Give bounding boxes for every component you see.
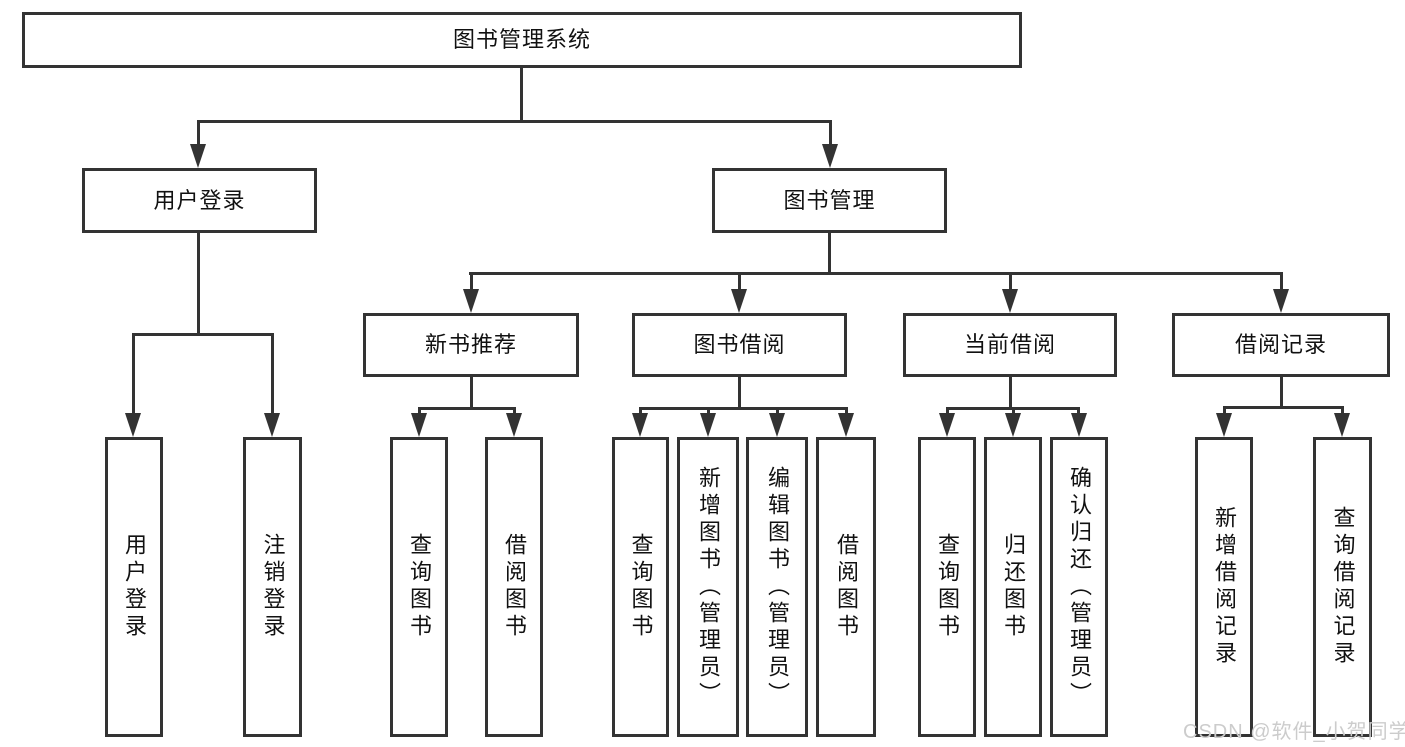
node-book-borrow: 图书借阅 — [632, 313, 847, 377]
connector-drop-cb-confirm — [1077, 407, 1080, 415]
connector-book-borrow-split — [639, 407, 848, 410]
arrow-to-borrow-records — [1273, 289, 1289, 313]
connector-root-split — [197, 120, 832, 123]
connector-drop-book-management — [829, 120, 832, 146]
connector-drop-leaf-logout — [271, 333, 274, 415]
connector-book-management-stem — [828, 233, 831, 272]
arrow-to-nb-query — [411, 413, 427, 437]
csdn-watermark: CSDN @软件_小贺同学 — [1183, 721, 1405, 743]
node-current-borrow: 当前借阅 — [903, 313, 1117, 377]
leaf-cb-query-books: 查询图书 — [918, 437, 976, 737]
connector-borrow-records-stem — [1280, 377, 1283, 406]
leaf-logout: 注销登录 — [243, 437, 302, 737]
leaf-bb-add-books-admin: 新增图书（管理员） — [677, 437, 739, 737]
leaf-br-query-record: 查询借阅记录 — [1313, 437, 1372, 737]
connector-user-login-split — [132, 333, 274, 336]
connector-new-book-stem — [470, 377, 473, 407]
arrow-to-leaf-logout — [264, 413, 280, 437]
arrow-to-br-add — [1216, 413, 1232, 437]
connector-current-borrow-stem — [1009, 377, 1012, 407]
connector-drop-current-borrow — [1009, 272, 1012, 291]
connector-root-stem — [520, 68, 523, 120]
connector-modules-split — [469, 272, 1282, 275]
node-new-book-recommend: 新书推荐 — [363, 313, 579, 377]
node-book-management: 图书管理 — [712, 168, 947, 233]
arrow-to-bb-query — [632, 413, 648, 437]
node-library-management-system: 图书管理系统 — [22, 12, 1022, 68]
connector-drop-leaf-login — [132, 333, 135, 415]
connector-drop-book-borrow — [738, 272, 741, 291]
arrow-to-bb-borrow — [838, 413, 854, 437]
arrow-to-bb-edit — [769, 413, 785, 437]
leaf-nb-query-books: 查询图书 — [390, 437, 448, 737]
connector-drop-new-book — [470, 272, 473, 291]
node-user-login: 用户登录 — [82, 168, 317, 233]
connector-drop-user-login — [197, 120, 200, 146]
connector-drop-nb-borrow — [513, 407, 516, 415]
connector-drop-br-query — [1341, 406, 1344, 415]
connector-drop-bb-borrow — [845, 407, 848, 415]
connector-drop-cb-query — [946, 407, 949, 415]
connector-drop-br-add — [1223, 406, 1226, 415]
connector-new-book-split — [418, 407, 516, 410]
leaf-bb-query-books: 查询图书 — [612, 437, 669, 737]
arrow-to-bb-add — [700, 413, 716, 437]
connector-drop-cb-return — [1012, 407, 1015, 415]
arrow-to-leaf-login — [125, 413, 141, 437]
node-borrow-records: 借阅记录 — [1172, 313, 1390, 377]
leaf-user-login: 用户登录 — [105, 437, 163, 737]
leaf-bb-edit-books-admin: 编辑图书（管理员） — [746, 437, 808, 737]
connector-drop-nb-query — [418, 407, 421, 415]
leaf-bb-borrow-books: 借阅图书 — [816, 437, 876, 737]
connector-drop-bb-edit — [776, 407, 779, 415]
arrow-to-user-login — [190, 144, 206, 168]
leaf-nb-borrow-books: 借阅图书 — [485, 437, 543, 737]
arrow-to-book-management — [822, 144, 838, 168]
arrow-to-current-borrow — [1002, 289, 1018, 313]
connector-drop-bb-add — [707, 407, 710, 415]
arrow-to-cb-confirm — [1071, 413, 1087, 437]
connector-user-login-stem — [197, 233, 200, 333]
arrow-to-cb-return — [1005, 413, 1021, 437]
connector-drop-bb-query — [639, 407, 642, 415]
arrow-to-new-book — [463, 289, 479, 313]
leaf-cb-confirm-return-admin: 确认归还（管理员） — [1050, 437, 1108, 737]
arrow-to-cb-query — [939, 413, 955, 437]
leaf-cb-return-books: 归还图书 — [984, 437, 1042, 737]
connector-drop-borrow-records — [1280, 272, 1283, 291]
arrow-to-br-query — [1334, 413, 1350, 437]
arrow-to-nb-borrow — [506, 413, 522, 437]
connector-book-borrow-stem — [738, 377, 741, 407]
connector-borrow-records-split — [1223, 406, 1344, 409]
arrow-to-book-borrow — [731, 289, 747, 313]
leaf-br-add-record: 新增借阅记录 — [1195, 437, 1253, 737]
